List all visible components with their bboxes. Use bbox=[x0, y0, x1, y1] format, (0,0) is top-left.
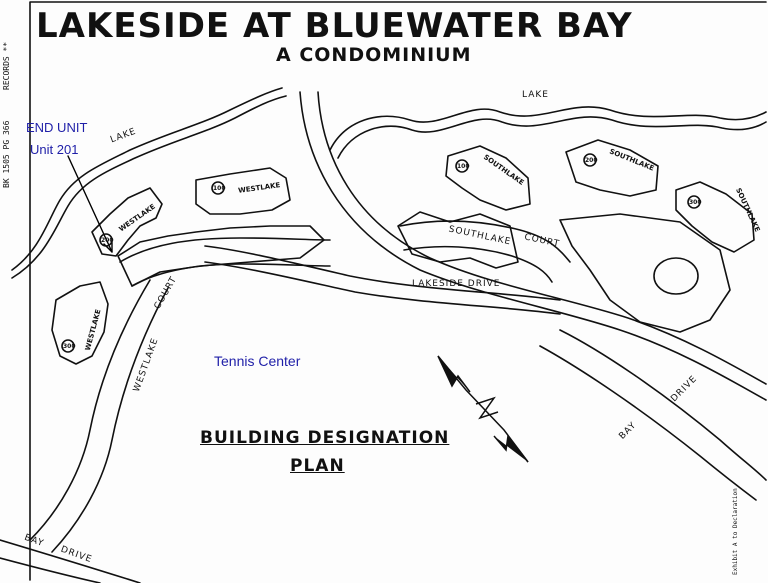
westlake-300-building bbox=[51, 281, 109, 365]
southlake-parking bbox=[559, 213, 731, 333]
plan-subtitle: PLAN bbox=[290, 456, 345, 476]
lake-label-right: LAKE bbox=[522, 90, 549, 100]
plan-title: BUILDING DESIGNATION bbox=[200, 428, 450, 448]
lake-shore-right-2 bbox=[337, 116, 767, 159]
building-number-westlake-100: 100 bbox=[213, 185, 226, 192]
unit-number-annotation: Unit 201 bbox=[30, 142, 79, 157]
westlake-200-building bbox=[91, 187, 163, 257]
end-unit-arrow bbox=[67, 155, 113, 253]
lake-shore-right bbox=[329, 106, 767, 151]
lake-shore-left-2 bbox=[11, 95, 287, 279]
lakeside-drive-label: LAKESIDE DRIVE bbox=[412, 279, 501, 289]
bubble-southlake-200 bbox=[583, 153, 597, 167]
southlake-100-building bbox=[445, 145, 531, 211]
southlake-300-building bbox=[675, 181, 755, 253]
lakeside-drive-road bbox=[204, 245, 561, 315]
bubble-southlake-100 bbox=[455, 159, 469, 173]
southlake-200-building bbox=[565, 139, 659, 197]
westlake-100-building bbox=[195, 167, 291, 215]
bay-drive-left-road bbox=[29, 279, 169, 553]
building-number-southlake-100: 100 bbox=[457, 163, 470, 170]
bubble-southlake-300 bbox=[687, 195, 701, 209]
exhibit-note: Exhibit A to Declaration bbox=[732, 488, 739, 575]
lake-shore-left bbox=[11, 87, 283, 271]
westlake-parking bbox=[117, 225, 325, 287]
records-book-note: BK 1505 PG 366 bbox=[2, 120, 11, 188]
bay-drive-right-road bbox=[539, 329, 767, 501]
parking-island bbox=[653, 257, 699, 295]
road-central bbox=[299, 91, 767, 401]
bubble-westlake-100 bbox=[211, 181, 225, 195]
building-number-westlake-300: 300 bbox=[63, 343, 76, 350]
bay-drive-left-road-edge bbox=[0, 539, 141, 583]
southlake-lot bbox=[397, 211, 519, 269]
map-border bbox=[29, 1, 767, 581]
bubble-westlake-300 bbox=[61, 339, 75, 353]
building-number-southlake-200: 200 bbox=[585, 157, 598, 164]
map-subtitle: A CONDOMINIUM bbox=[276, 44, 472, 66]
tennis-center-label: Tennis Center bbox=[214, 353, 301, 369]
building-number-southlake-300: 300 bbox=[689, 199, 702, 206]
end-unit-annotation: END UNIT bbox=[26, 120, 88, 135]
records-note-top: RECORDS ** bbox=[2, 41, 11, 90]
road-central-2 bbox=[317, 91, 767, 385]
bubble-westlake-200 bbox=[99, 233, 113, 247]
westlake-court-road bbox=[119, 237, 331, 287]
building-number-westlake-200: 200 bbox=[101, 237, 114, 244]
north-arrow bbox=[437, 355, 529, 463]
map-title: LAKESIDE AT BLUEWATER BAY bbox=[36, 6, 633, 46]
